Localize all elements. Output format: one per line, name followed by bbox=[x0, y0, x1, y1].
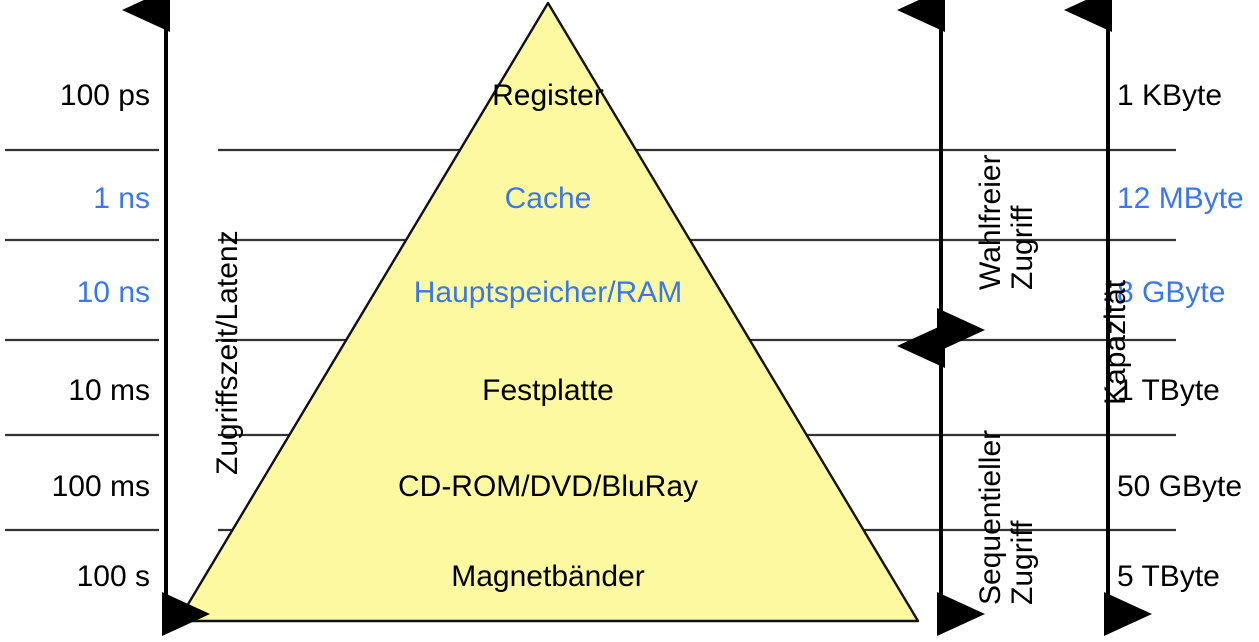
pyramid-shape bbox=[176, 1, 920, 623]
pyramid-fill bbox=[176, 1, 920, 623]
